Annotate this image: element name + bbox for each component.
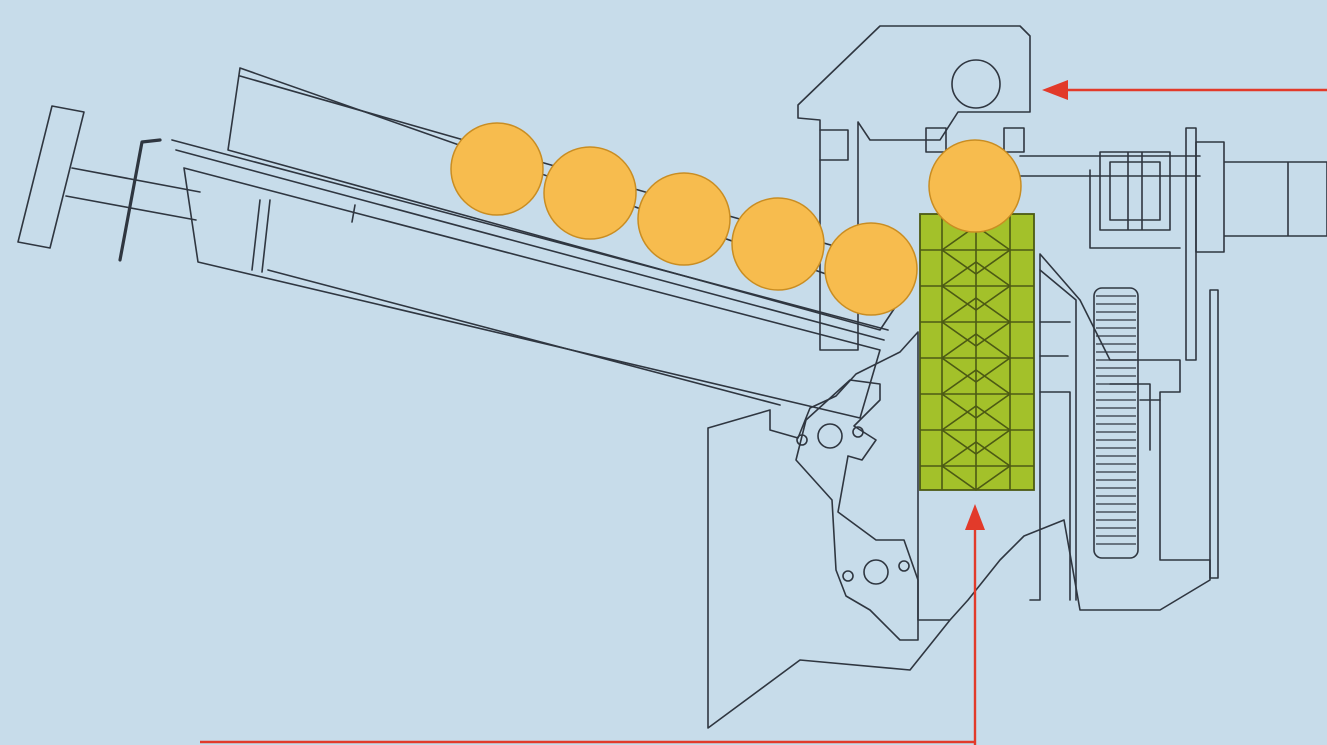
ball-4 (731, 197, 825, 291)
ball-2 (543, 146, 637, 240)
linkage-bolt-small-lower-left (842, 570, 854, 582)
slide-arm (183, 167, 881, 419)
feed-roller-diamond-pattern (940, 225, 1012, 491)
head-frame-outline (797, 25, 1031, 351)
drive-bracket (1089, 169, 1181, 249)
pointers (200, 80, 1327, 745)
swing-linkage (795, 379, 919, 641)
pointer-arrow-head (1042, 80, 1068, 100)
head-inner-post (819, 129, 849, 161)
gear-drum-body (1093, 287, 1139, 559)
slide-arm-outline (183, 167, 881, 419)
linkage-bolt-large-upper (817, 423, 843, 449)
linkage-bolt-small-upper-left (796, 434, 808, 446)
gear-drum-teeth (1096, 295, 1136, 545)
pointer-arrow-roller (965, 504, 985, 530)
feed-roller-grooves (920, 214, 1034, 490)
balls (450, 122, 1022, 316)
feed-roller (919, 213, 1035, 491)
frame-vertical-plates (1185, 127, 1219, 579)
ball-1 (450, 122, 544, 216)
head-pivot-bolt (951, 59, 1001, 109)
slide-arm-lower-edge (267, 269, 781, 406)
swing-arm-outline (795, 379, 919, 641)
handle-knob (17, 105, 85, 249)
feed-tray-inner-rail (171, 139, 889, 341)
linkage-bolt-small-upper-right (852, 426, 864, 438)
lower-housing-inner (1039, 269, 1161, 601)
pointer-line-roller (200, 522, 977, 745)
linkage-bolt-small-lower-right (898, 560, 910, 572)
slide-arm-divider (251, 199, 356, 273)
ball-3 (637, 172, 731, 266)
ball-6 (928, 139, 1022, 233)
linkage-bolt-large-lower (863, 559, 889, 585)
drive-assembly (1019, 127, 1327, 579)
adjusting-handle (17, 105, 201, 262)
handle-clamp (118, 138, 162, 262)
gear-drum (1093, 287, 1139, 559)
ball-5 (824, 222, 918, 316)
motor-housing (1195, 141, 1327, 253)
feed-roller-body (919, 213, 1035, 491)
drive-coupling (1099, 151, 1171, 231)
